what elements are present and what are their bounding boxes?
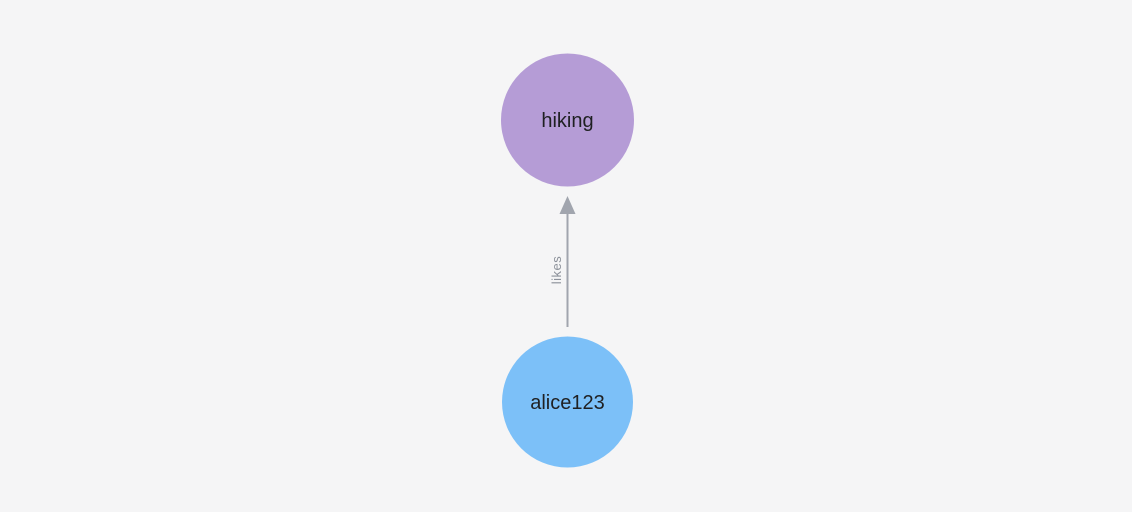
edge-likes[interactable]: likes	[549, 196, 576, 327]
arrowhead-icon[interactable]	[559, 196, 576, 214]
node-hiking-circle[interactable]	[501, 53, 634, 187]
node-alice123-label: alice123	[530, 392, 605, 414]
node-hiking[interactable]: hiking	[501, 53, 634, 187]
node-hiking-label: hiking	[541, 110, 593, 132]
node-alice123-circle[interactable]	[502, 336, 633, 468]
node-alice123[interactable]: alice123	[502, 336, 633, 468]
edge-likes-label[interactable]: likes	[549, 256, 564, 285]
